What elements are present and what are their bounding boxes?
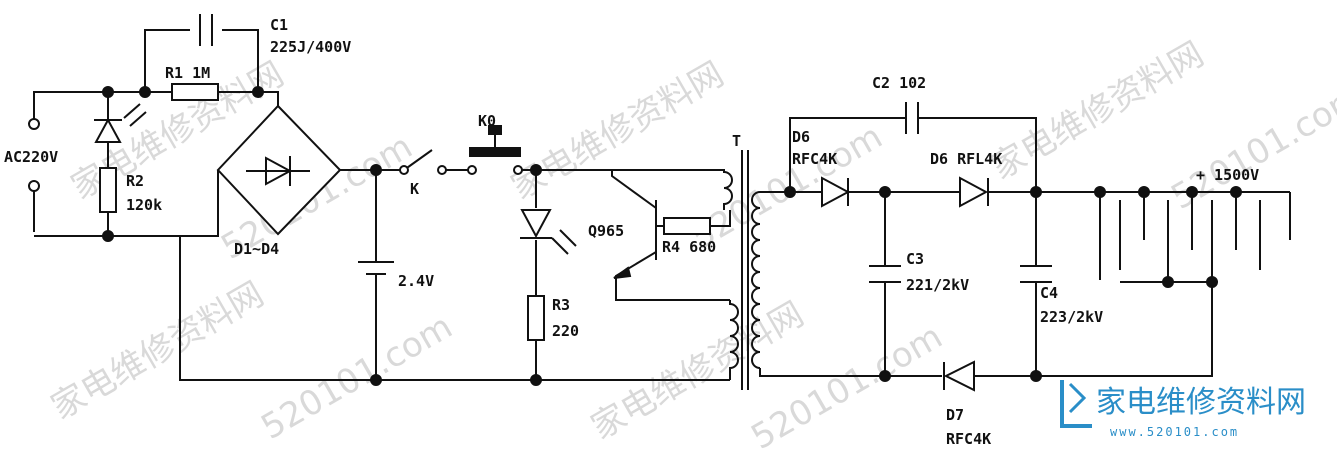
label-d6a-value: RFC4K bbox=[792, 150, 837, 168]
label-ac-input: AC220V bbox=[4, 148, 58, 166]
diode-d7-symbol bbox=[943, 360, 975, 392]
diode-d6-rfc4k-symbol bbox=[821, 176, 851, 208]
switch-k-contact bbox=[437, 165, 447, 175]
site-logo: 家电维修资料网 www.520101.com bbox=[1060, 380, 1306, 439]
label-r1: R1 1M bbox=[165, 64, 210, 82]
label-r4: R4 680 bbox=[662, 238, 716, 256]
junction-dot bbox=[370, 164, 382, 176]
transistor-q965-symbol bbox=[611, 170, 730, 301]
junction-dot bbox=[1162, 276, 1174, 288]
junction-dot bbox=[370, 374, 382, 386]
bridge-rectifier-symbol bbox=[216, 104, 342, 236]
label-output: + 1500V bbox=[1196, 166, 1259, 184]
junction-dot bbox=[1138, 186, 1150, 198]
junction-dot bbox=[784, 186, 796, 198]
resistor-r2-symbol bbox=[99, 167, 117, 213]
label-r3: R3 bbox=[552, 296, 570, 314]
label-bridge: D1~D4 bbox=[234, 240, 279, 258]
logo-bracket-icon bbox=[1060, 380, 1092, 428]
capacitor-c4-symbol bbox=[1020, 265, 1052, 283]
switch-k-contact bbox=[399, 165, 409, 175]
label-switch-k: K bbox=[410, 180, 419, 198]
junction-dot bbox=[1030, 370, 1042, 382]
label-transformer: T bbox=[732, 132, 741, 150]
label-q965: Q965 bbox=[588, 222, 624, 240]
led-indicator-symbol bbox=[94, 103, 147, 168]
watermark-text: 520101.com bbox=[255, 307, 460, 448]
resistor-r3-symbol bbox=[527, 295, 545, 341]
wire bbox=[710, 210, 731, 227]
label-d6b: D6 RFL4K bbox=[930, 150, 1002, 168]
junction-dot bbox=[1094, 186, 1106, 198]
watermark-text: 家电维修资料网 bbox=[505, 54, 731, 208]
led-charge-symbol bbox=[520, 209, 577, 255]
resistor-r4-symbol bbox=[663, 217, 711, 235]
label-c3: C3 bbox=[906, 250, 924, 268]
label-c3-value: 221/2kV bbox=[906, 276, 969, 294]
label-c1-value: 225J/400V bbox=[270, 38, 351, 56]
junction-dot bbox=[879, 370, 891, 382]
label-r2-value: 120k bbox=[126, 196, 162, 214]
junction-dot bbox=[879, 186, 891, 198]
pushbutton-k0-symbol bbox=[467, 125, 523, 175]
logo-text: 家电维修资料网 bbox=[1096, 385, 1306, 420]
label-d7-value: RFC4K bbox=[946, 430, 991, 448]
label-c4: C4 bbox=[1040, 284, 1058, 302]
label-switch-k0: K0 bbox=[478, 112, 496, 130]
junction-dot bbox=[530, 164, 542, 176]
resistor-r1-symbol bbox=[171, 83, 219, 101]
junction-dot bbox=[1206, 276, 1218, 288]
label-c4-value: 223/2kV bbox=[1040, 308, 1103, 326]
junction-dot bbox=[139, 86, 151, 98]
label-c2: C2 102 bbox=[872, 74, 926, 92]
diode-d6-rfl4k-symbol bbox=[959, 176, 989, 208]
logo-url: www.520101.com bbox=[1110, 425, 1239, 439]
label-r3-value: 220 bbox=[552, 322, 579, 340]
transformer-t-symbol bbox=[612, 150, 761, 390]
label-battery: 2.4V bbox=[398, 272, 434, 290]
capacitor-c1-symbol bbox=[199, 14, 213, 46]
junction-dot bbox=[252, 86, 264, 98]
junction-dot bbox=[1186, 186, 1198, 198]
capacitor-c2-symbol bbox=[905, 102, 919, 134]
label-d6a: D6 bbox=[792, 128, 810, 146]
junction-dot bbox=[530, 374, 542, 386]
watermark-text: 家电维修资料网 bbox=[45, 274, 271, 428]
capacitor-c3-symbol bbox=[869, 265, 901, 283]
junction-dot bbox=[1230, 186, 1242, 198]
label-d7: D7 bbox=[946, 406, 964, 424]
label-c1: C1 bbox=[270, 16, 288, 34]
watermark-text: 家电维修资料网 bbox=[985, 34, 1211, 188]
logo-arrow-icon bbox=[1068, 382, 1087, 414]
junction-dot bbox=[102, 86, 114, 98]
junction-dot bbox=[1030, 186, 1042, 198]
battery-symbol bbox=[358, 261, 394, 288]
label-r2: R2 bbox=[126, 172, 144, 190]
